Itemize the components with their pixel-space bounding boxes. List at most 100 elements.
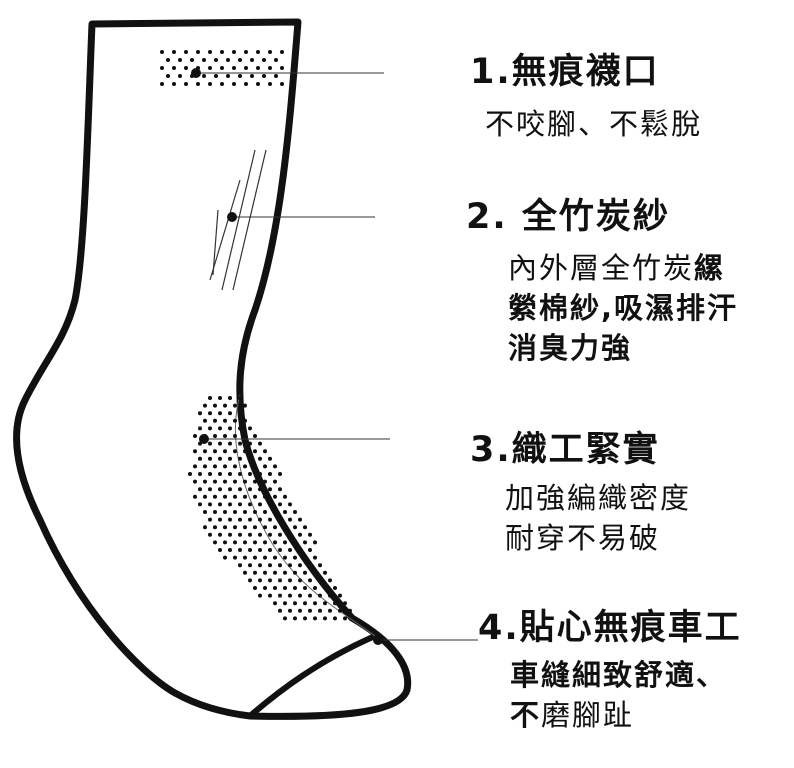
heel-dot — [213, 434, 217, 438]
heel-dot — [293, 601, 297, 606]
heel-dot — [283, 510, 287, 514]
cuff-dot — [160, 82, 164, 86]
heel-dot — [213, 540, 217, 545]
heel-dot — [208, 456, 212, 461]
heel-dot — [298, 593, 302, 598]
heel-dot — [228, 487, 232, 492]
cuff-dot — [262, 74, 266, 78]
cuff-dot — [214, 58, 218, 62]
heel-dot — [258, 487, 262, 492]
heel-dot — [283, 555, 287, 560]
heel-dot — [243, 525, 247, 530]
heel-dot — [263, 449, 267, 454]
heel-dot — [243, 434, 247, 438]
heel-dot — [228, 472, 232, 476]
heel-dot — [278, 593, 282, 598]
heel-dot — [223, 449, 227, 454]
heel-dot — [288, 593, 292, 598]
heel-dot — [273, 494, 277, 499]
feature-2-title: 2. 全竹炭紗 — [466, 197, 670, 237]
heel-dot — [248, 487, 252, 492]
heel-dot — [318, 593, 322, 598]
heel-dot — [288, 578, 292, 583]
cuff-dot — [238, 58, 242, 62]
heel-dot — [223, 464, 227, 469]
heel-dot — [258, 472, 262, 476]
heel-dot — [208, 426, 212, 431]
heel-dot — [228, 502, 232, 507]
heel-dot — [343, 601, 347, 606]
heel-dot — [263, 510, 267, 514]
heel-dot — [198, 502, 202, 507]
heel-dot — [208, 472, 212, 476]
heel-dot — [253, 479, 257, 484]
heel-dot — [313, 601, 317, 606]
heel-dot — [268, 487, 272, 492]
heel-dot — [323, 570, 327, 575]
heel-dot — [233, 464, 237, 469]
heel-dot — [243, 494, 247, 499]
heel-dot — [253, 494, 257, 499]
cuff-dot — [178, 58, 182, 62]
heel-dot — [278, 608, 282, 613]
cuff-dot — [202, 58, 206, 62]
cuff-dot — [184, 66, 188, 70]
cuff-dot — [202, 74, 206, 78]
heel-dot — [203, 418, 207, 423]
heel-dot — [258, 441, 262, 446]
heel-dot — [203, 525, 207, 530]
heel-dot — [243, 449, 247, 454]
feature-2-line-3: 消臭力強 — [508, 331, 633, 365]
heel-dot — [198, 487, 202, 492]
heel-dot — [238, 426, 242, 431]
heel-dot — [293, 616, 297, 621]
heel-dot — [208, 411, 212, 416]
heel-dot — [273, 464, 277, 469]
heel-dot — [198, 411, 202, 416]
feature-2-line-1-b: 縲 — [694, 251, 726, 285]
heel-dot — [258, 456, 262, 461]
heel-dot — [258, 502, 262, 507]
heel-dot — [238, 563, 242, 568]
heel-dot — [258, 548, 262, 552]
heel-dot — [263, 570, 267, 575]
heel-dot — [223, 555, 227, 560]
feature-1-line-1-text: 不咬腳、不鬆脫 — [485, 107, 703, 141]
heel-dot — [243, 570, 247, 575]
heel-dot — [228, 441, 232, 446]
cuff-dot — [232, 82, 236, 86]
heel-dot — [233, 494, 237, 499]
cuff-dot — [256, 82, 260, 86]
heel-dot — [253, 586, 257, 590]
toe-seam — [248, 633, 377, 719]
heel-dot — [253, 510, 257, 514]
heel-dot — [338, 608, 342, 613]
cuff-dot — [184, 82, 188, 86]
cuff-dot — [250, 58, 254, 62]
heel-dot — [248, 548, 252, 552]
heel-dot — [283, 601, 287, 606]
heel-dot — [208, 487, 212, 492]
cuff-dot — [226, 74, 230, 78]
cuff-dot — [256, 66, 260, 70]
cuff-dot — [208, 50, 212, 54]
heel-dot — [213, 525, 217, 530]
heel-dot — [253, 464, 257, 469]
heel-dot — [323, 616, 327, 621]
heel-dot — [283, 586, 287, 590]
heel-dot — [263, 464, 267, 469]
callout-dot-2 — [227, 212, 237, 222]
heel-dot — [268, 456, 272, 461]
heel-dot — [268, 548, 272, 552]
heel-dot — [228, 517, 232, 522]
heel-dot — [213, 418, 217, 423]
heel-dot — [273, 540, 277, 545]
heel-dot — [298, 548, 302, 552]
heel-dot — [238, 411, 242, 416]
heel-dot — [268, 532, 272, 537]
cuff-dot — [220, 66, 224, 70]
heel-dot — [258, 532, 262, 537]
heel-dot — [193, 449, 197, 454]
heel-dot — [223, 418, 227, 423]
feature-3-line-2: 耐穿不易破 — [505, 521, 661, 555]
